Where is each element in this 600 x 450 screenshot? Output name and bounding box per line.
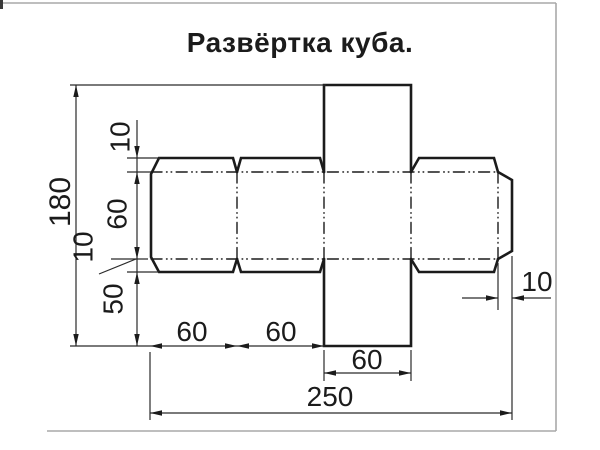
face2-bottom-tab: [235, 257, 326, 274]
top-square: [322, 83, 413, 174]
dimension-lines: [70, 84, 551, 420]
right-glue-tab: [496, 170, 514, 261]
dim-total-height: 180: [44, 177, 77, 227]
page-frame: [0, 2, 557, 432]
fold-lines: [150, 171, 499, 260]
dim-side-face: 60: [101, 198, 132, 229]
dimension-arrowheads: [73, 85, 524, 416]
left-tabs-and-edge: [149, 156, 239, 274]
net-outline: [149, 83, 514, 348]
figure-title: Развёртка куба.: [187, 27, 413, 58]
dim-right-tab: 10: [521, 266, 552, 297]
dim-face-3: 60: [351, 344, 382, 375]
dim-below-offset: 50: [97, 283, 128, 314]
bottom-square: [322, 257, 413, 348]
scan-artifact-mark: [0, 0, 3, 9]
dim-total-width: 250: [307, 381, 354, 412]
dim-bottom-tab: 10: [67, 231, 98, 262]
dim-top-tab: 10: [104, 121, 135, 152]
dim-face-1: 60: [176, 316, 207, 347]
dim-face-2: 60: [265, 316, 296, 347]
face4-top-tab: [409, 156, 500, 174]
face2-top-tab: [235, 156, 326, 174]
face4-bottom-tab: [409, 257, 500, 274]
